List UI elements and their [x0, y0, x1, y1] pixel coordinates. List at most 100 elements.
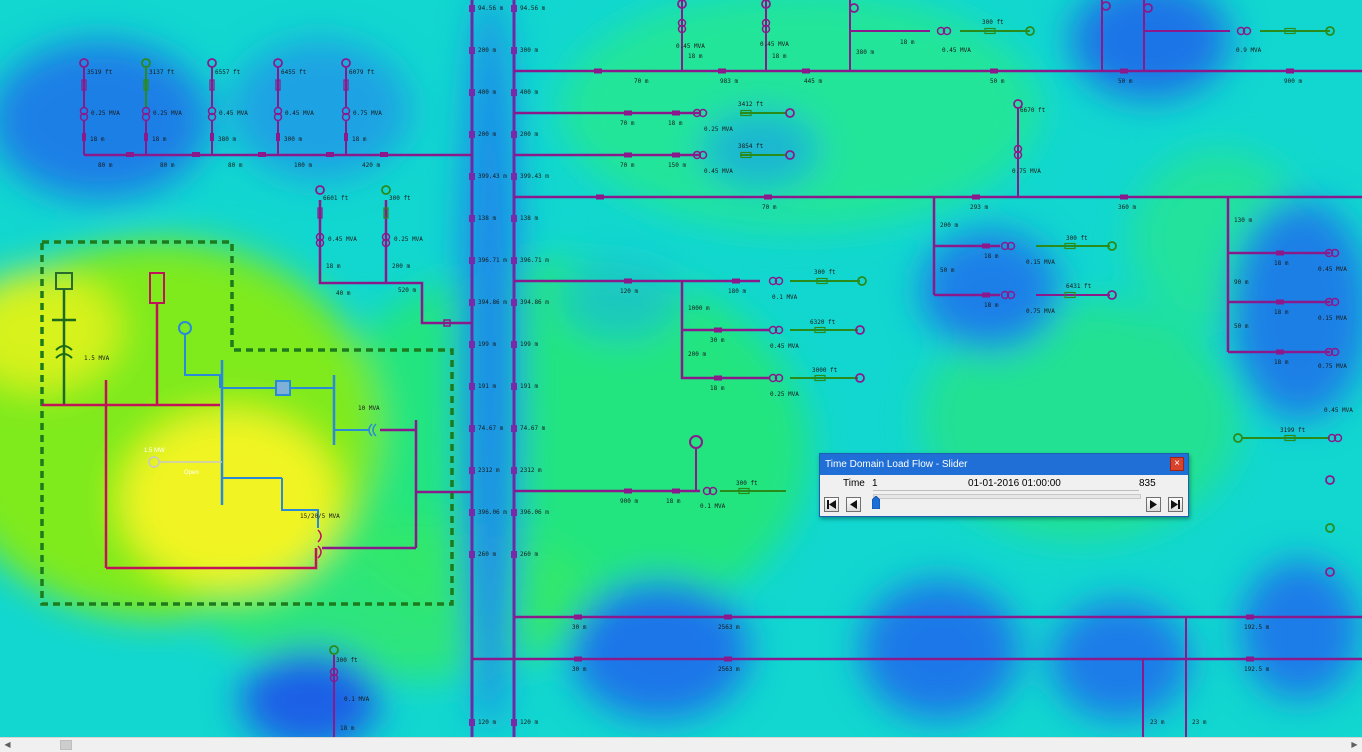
svg-text:0.45 MVA: 0.45 MVA: [704, 168, 733, 175]
load-node: [1325, 475, 1335, 485]
first-button[interactable]: [824, 497, 839, 512]
svg-text:6670 ft: 6670 ft: [1020, 107, 1046, 114]
segment-mark: [982, 292, 990, 298]
bus-node: [469, 215, 475, 222]
segment-mark: [732, 278, 740, 284]
segment-mark: [972, 194, 980, 200]
drop-label: 380 m: [218, 136, 236, 143]
svg-text:10 MVA: 10 MVA: [358, 405, 380, 412]
bus-label: 200 m: [478, 47, 496, 54]
dialog-titlebar[interactable]: Time Domain Load Flow - Slider ×: [820, 454, 1188, 475]
segment-mark: [714, 327, 722, 333]
svg-text:0.45 MVA: 0.45 MVA: [942, 47, 971, 54]
transformer-icon: [1324, 297, 1340, 307]
svg-text:0.75 MVA: 0.75 MVA: [1012, 168, 1041, 175]
svg-text:70 m: 70 m: [762, 204, 777, 211]
load-node: [1101, 1, 1111, 11]
length-label: 6079 ft: [349, 69, 375, 76]
transformer-icon: [768, 276, 784, 286]
fuse-icon: [816, 277, 828, 285]
svg-text:3199 ft: 3199 ft: [1280, 427, 1306, 434]
fuse-icon: [275, 79, 281, 91]
segment-mark: [1276, 250, 1284, 256]
svg-text:0.15 MVA: 0.15 MVA: [1026, 259, 1055, 266]
svg-text:3412 ft: 3412 ft: [738, 101, 764, 108]
svg-text:18 m: 18 m: [1274, 260, 1289, 267]
svg-text:40 m: 40 m: [336, 290, 351, 297]
scroll-right-icon[interactable]: ▶: [1351, 740, 1358, 749]
bus-label: 191 m: [478, 383, 496, 390]
bus-node: [469, 89, 475, 96]
load-node: [1025, 26, 1035, 36]
slider-track[interactable]: [873, 494, 1141, 499]
time-slider-dialog[interactable]: Time Domain Load Flow - Slider × Time 1 …: [819, 453, 1189, 517]
bus-label: 399.43 m: [478, 173, 507, 180]
svg-text:130 m: 130 m: [1234, 217, 1252, 224]
svg-text:0.45 MVA: 0.45 MVA: [1324, 407, 1353, 414]
svg-text:50 m: 50 m: [1234, 323, 1249, 330]
last-button[interactable]: [1168, 497, 1183, 512]
main-bus-markers: [469, 5, 517, 726]
svg-text:50 m: 50 m: [940, 267, 955, 274]
segment-mark: [672, 488, 680, 494]
close-icon[interactable]: ×: [1170, 457, 1184, 471]
horizontal-scrollbar[interactable]: ◀ ▶: [0, 737, 1362, 752]
svg-text:200 m: 200 m: [688, 351, 706, 358]
segment-mark: [1120, 194, 1128, 200]
segment-mark: [1246, 656, 1254, 662]
transformer-icon: [55, 345, 73, 359]
slider-thumb[interactable]: [872, 496, 880, 509]
scroll-thumb[interactable]: [60, 740, 72, 750]
transformer-icon: [1327, 433, 1343, 443]
drop-label: 300 m: [284, 136, 302, 143]
right-feeders[interactable]: [333, 0, 1362, 737]
previous-icon: [850, 500, 857, 509]
svg-text:18 m: 18 m: [984, 302, 999, 309]
breaker-icon: [276, 133, 280, 141]
drop-label: 18 m: [352, 136, 367, 143]
svg-text:0.75 MVA: 0.75 MVA: [1026, 308, 1055, 315]
bus-node: [469, 257, 475, 264]
bus-label: 300 m: [520, 47, 538, 54]
transformer-icon: [329, 667, 339, 683]
next-button[interactable]: [1146, 497, 1161, 512]
drop-label: 200 m: [392, 263, 410, 270]
transformer-icon: [702, 486, 718, 496]
right-feeder-labels: 0.45 MVA 0.45 MVA 0.45 MVA 0.9 MVA 300 f…: [336, 19, 1353, 732]
svg-text:30 m: 30 m: [572, 666, 587, 673]
svg-text:18 m: 18 m: [666, 498, 681, 505]
fuse-icon: [383, 207, 389, 219]
svg-text:0.1 MVA: 0.1 MVA: [344, 696, 370, 703]
svg-text:445 m: 445 m: [804, 78, 822, 85]
bus-node: [469, 173, 475, 180]
svg-text:380 m: 380 m: [856, 49, 874, 56]
svg-text:70 m: 70 m: [620, 162, 635, 169]
segment-mark: [258, 152, 266, 157]
drop-label: 18 m: [152, 136, 167, 143]
bus-node: [469, 425, 475, 432]
segment-mark: [126, 152, 134, 157]
bus-node: [469, 719, 475, 726]
svg-text:1.5 MW: 1.5 MW: [144, 448, 165, 454]
bus-label: 400 m: [478, 89, 496, 96]
previous-button[interactable]: [846, 497, 861, 512]
substation[interactable]: [42, 272, 472, 570]
bus-label: 74.67 m: [478, 425, 504, 432]
bus-label: 396.71 m: [478, 257, 507, 264]
bus-node: [511, 299, 517, 306]
svg-text:300 ft: 300 ft: [814, 269, 836, 276]
length-label: 300 ft: [389, 195, 411, 202]
svg-text:23 m: 23 m: [1150, 719, 1165, 726]
segment-mark: [326, 152, 334, 157]
first-icon: [827, 500, 836, 509]
svg-text:520 m: 520 m: [398, 287, 416, 294]
svg-text:18 m: 18 m: [668, 120, 683, 127]
scroll-left-icon[interactable]: ◀: [4, 740, 11, 749]
svg-text:3854 ft: 3854 ft: [738, 143, 764, 150]
main-bus-pair[interactable]: [470, 0, 516, 737]
